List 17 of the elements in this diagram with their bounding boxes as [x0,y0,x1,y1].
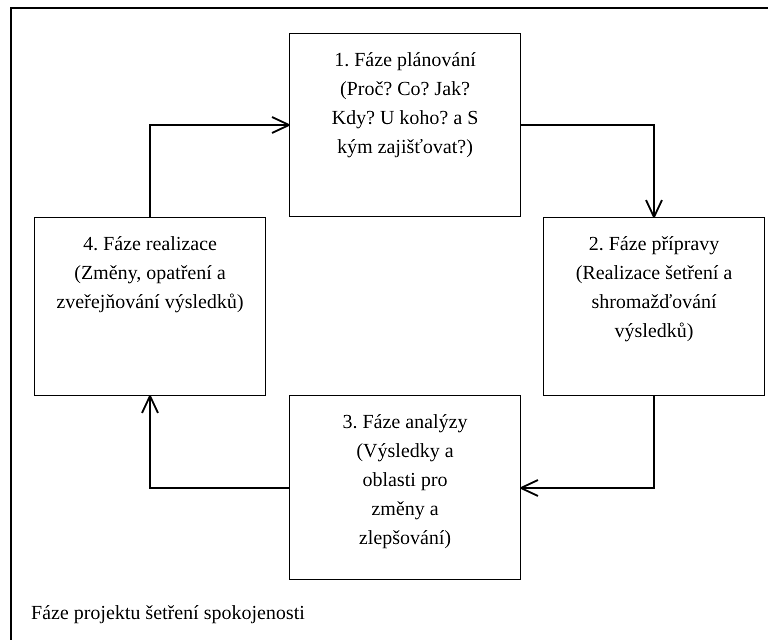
process-box [289,395,521,580]
arrow [149,116,290,217]
process-box [543,217,765,396]
arrow [520,396,655,497]
caption: Fáze projektu šetření spokojenosti [31,602,305,625]
arrow [141,395,289,489]
process-box [34,217,266,396]
phase-title: 1. Fáze plánování [333,48,477,73]
phase-title: 4. Fáze realizace [82,232,218,257]
phase-description: (Výsledky a oblasti pro změny a zlepšování) [355,439,455,551]
phase-title: 2. Fáze přípravy [588,232,720,257]
phase-description: (Proč? Co? Jak? Kdy? U koho? a S kým zajišťovat?) [330,77,480,160]
phase-description: (Realizace šetření a shromažďování výsledků) [574,261,734,344]
phase-title: 3. Fáze analýzy [342,410,468,435]
arrow [521,124,663,218]
phase-description: (Změny, opatření a zveřejňování výsledků) [55,261,245,315]
process-box [289,33,521,217]
